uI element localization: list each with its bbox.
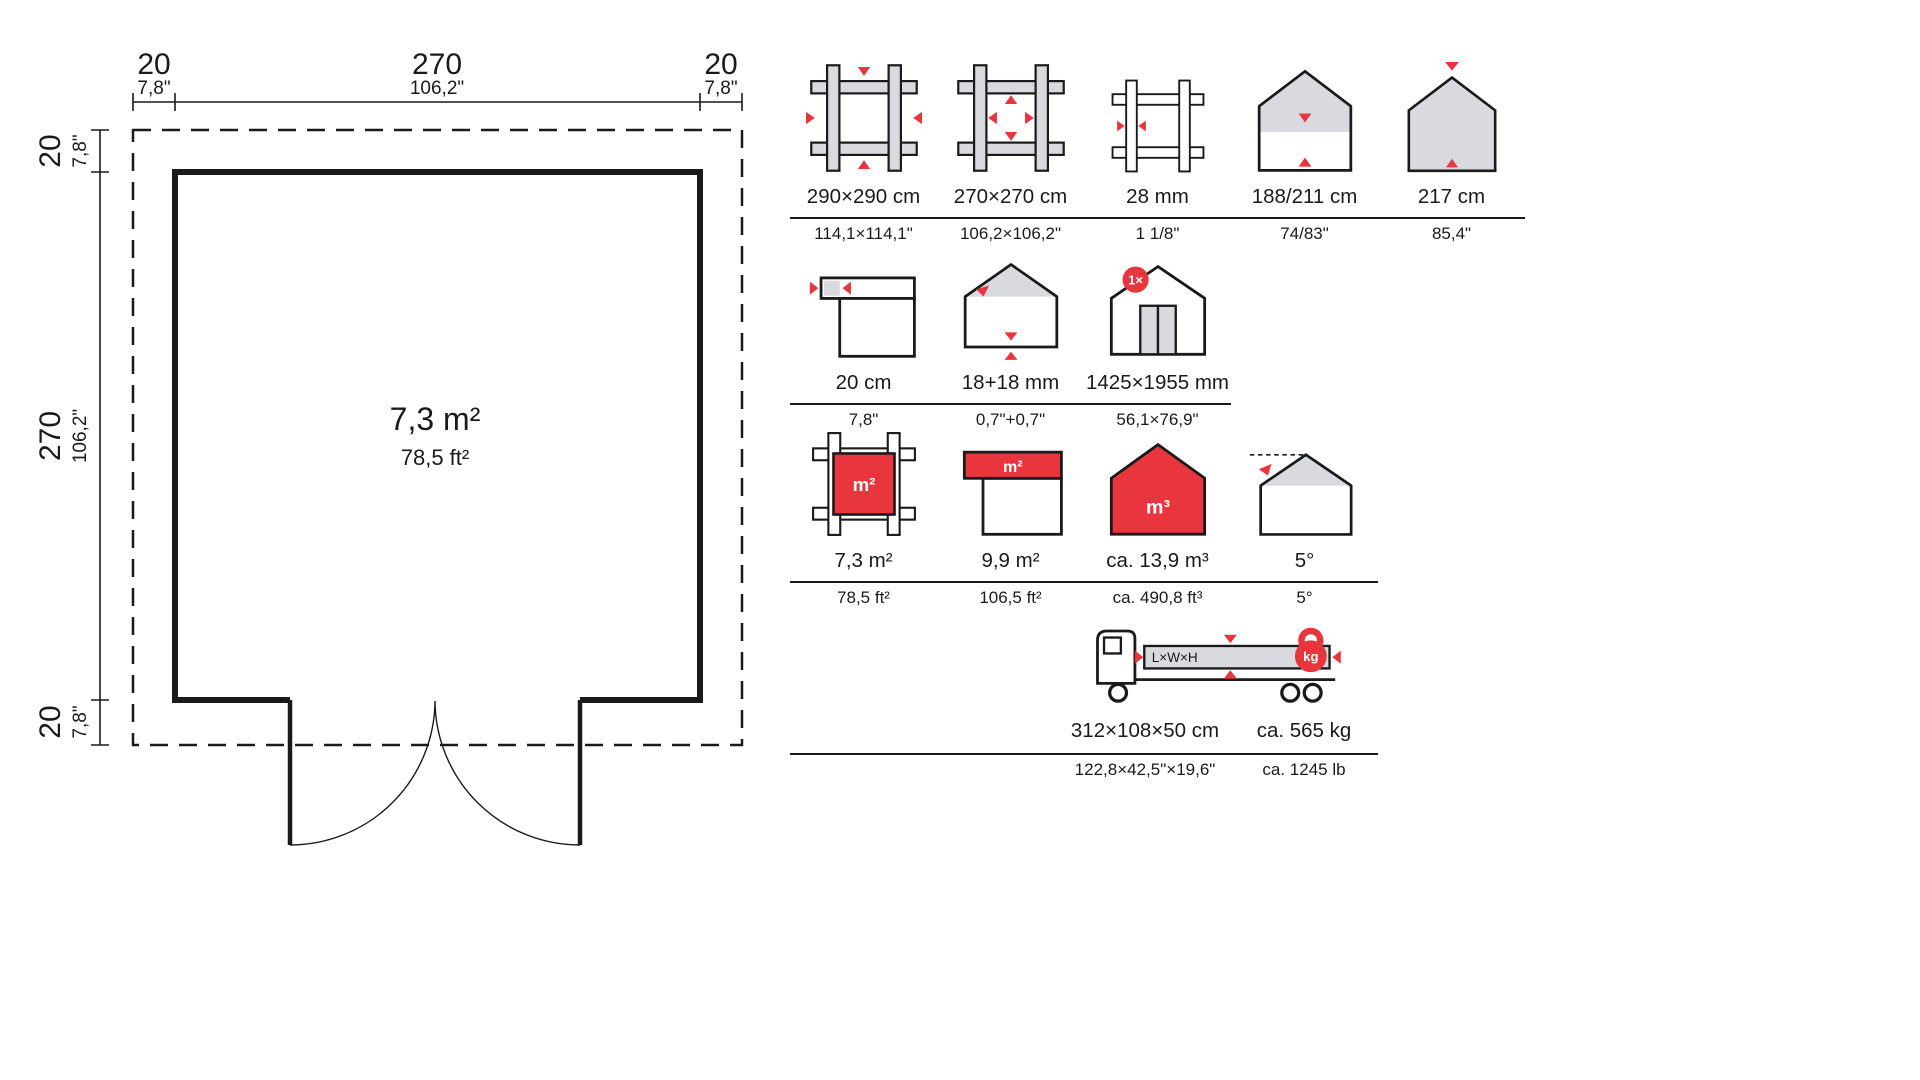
door-count-label: 1× (1128, 272, 1143, 287)
m3-label: m³ (1146, 497, 1170, 519)
spec-board-thickness (937, 255, 1084, 362)
lwh-label: L×W×H (1152, 650, 1198, 665)
svg-text:106,2": 106,2" (70, 409, 91, 463)
spec-imperial-label: 106,5 ft² (979, 588, 1042, 607)
spec-metric-label: 270×270 cm (953, 185, 1068, 208)
spec-metric-label: 9,9 m² (981, 549, 1040, 572)
spec-row-dimensions: 290×290 cm 270×270 cm 28 mm 188/211 cm 2… (790, 60, 1525, 244)
volume-icon: m³ (1109, 442, 1206, 536)
spec-volume: m³ (1084, 435, 1231, 540)
svg-text:7,8": 7,8" (70, 705, 91, 738)
roof-pitch-icon (1249, 453, 1352, 536)
spec-ridge-height (1378, 62, 1525, 176)
spec-metric-label: ca. 13,9 m³ (1106, 549, 1209, 572)
kg-label: kg (1303, 649, 1318, 664)
spec-roof-area: m² (937, 439, 1084, 540)
dim-top-left-imperial: 7,8" (137, 78, 170, 99)
row-divider (790, 403, 1231, 405)
svg-text:7,8": 7,8" (70, 134, 91, 167)
door-size-icon: 1× (1109, 264, 1206, 356)
row-divider (790, 753, 1378, 755)
transport-dims-metric: 312×108×50 cm (1070, 719, 1220, 742)
transport-weight-metric: ca. 565 kg (1256, 719, 1352, 742)
spec-imperial-label: 85,4" (1431, 224, 1472, 243)
dim-top-right-metric: 20 (704, 48, 737, 81)
spec-floor-area: m² (790, 428, 937, 540)
spec-wall-thickness (1084, 76, 1231, 176)
door-swing-arcs (289, 700, 581, 846)
floor-area-icon: m² (811, 432, 916, 536)
dim-top-right-imperial: 7,8" (704, 78, 737, 99)
door-leaves (287, 700, 583, 845)
wall-height-icon (1257, 69, 1352, 172)
m2-label: m² (1003, 459, 1022, 476)
row-divider (790, 217, 1525, 219)
left-dimension-line (91, 129, 109, 746)
wall-thickness-icon (1111, 79, 1204, 173)
spec-imperial-label: 78,5 ft² (837, 588, 890, 607)
spec-imperial-label: 0,7"+0,7" (975, 410, 1046, 429)
dim-top-center-imperial: 106,2" (410, 78, 464, 99)
ridge-height-icon (1407, 62, 1496, 173)
spec-metric-label: 28 mm (1126, 185, 1189, 208)
roof-outline-dashed (131, 128, 744, 747)
spec-row-areas: m² m² m³ (790, 428, 1378, 608)
spec-metric-label: 217 cm (1417, 185, 1486, 208)
dim-top-left-metric: 20 (137, 48, 170, 81)
spec-row-transport: L×W×H kg 312×108×50 cm ca. 565 kg 122,8×… (790, 612, 1378, 782)
spec-metric-label: 7,3 m² (834, 549, 893, 572)
inner-dimensions-icon (956, 64, 1065, 172)
floor-plan: 20 7,8" 270 106,2" 20 7,8" 20 7,8" 270 1… (34, 48, 744, 846)
svg-text:270: 270 (34, 411, 67, 461)
left-dimension-labels: 20 7,8" 270 106,2" 20 7,8" (34, 134, 91, 738)
top-dimension-line (132, 93, 743, 111)
spec-imperial-label: 5° (1296, 588, 1313, 607)
transport-dims-imperial: 122,8×42,5"×19,6" (1074, 760, 1216, 779)
outer-dimensions-icon (805, 64, 922, 172)
row-divider (790, 581, 1378, 583)
floor-area-metric: 7,3 m² (390, 401, 481, 437)
spec-imperial-label: ca. 490,8 ft³ (1112, 588, 1203, 607)
spec-roof-overhang (790, 261, 937, 362)
svg-text:20: 20 (34, 705, 67, 738)
spec-row-roof-door: 1× 20 cm 18+18 mm 1425×1955 mm 7,8" 0,7"… (790, 250, 1231, 430)
spec-door-size: 1× (1084, 257, 1231, 362)
spec-metric-label: 5° (1294, 549, 1315, 572)
spec-imperial-label: 56,1×76,9" (1116, 410, 1199, 429)
spec-imperial-label: 74/83" (1280, 224, 1329, 243)
spec-roof-pitch (1231, 442, 1378, 540)
spec-wall-height (1231, 62, 1378, 176)
spec-metric-label: 188/211 cm (1251, 185, 1358, 208)
spec-inner-dimensions (937, 60, 1084, 176)
spec-outer-dimensions (790, 60, 937, 176)
svg-text:20: 20 (34, 134, 67, 167)
spec-metric-label: 20 cm (835, 371, 892, 394)
spec-imperial-label: 114,1×114,1" (814, 224, 913, 243)
spec-imperial-label: 7,8" (848, 410, 879, 429)
transport-weight-imperial: ca. 1245 lb (1262, 760, 1346, 779)
dim-top-center-metric: 270 (412, 48, 462, 81)
spec-metric-label: 1425×1955 mm (1085, 371, 1230, 394)
spec-imperial-label: 1 1/8" (1135, 224, 1180, 243)
roof-overhang-icon (809, 276, 916, 358)
floor-area-imperial: 78,5 ft² (401, 445, 469, 470)
roof-area-icon: m² (962, 450, 1063, 536)
truck-icon: L×W×H kg (1096, 627, 1341, 703)
m2-label: m² (852, 474, 875, 495)
wall-outline (172, 169, 703, 703)
spec-metric-label: 18+18 mm (961, 371, 1060, 394)
spec-metric-label: 290×290 cm (806, 185, 921, 208)
spec-imperial-label: 106,2×106,2" (959, 224, 1062, 243)
board-thickness-icon (963, 262, 1058, 360)
